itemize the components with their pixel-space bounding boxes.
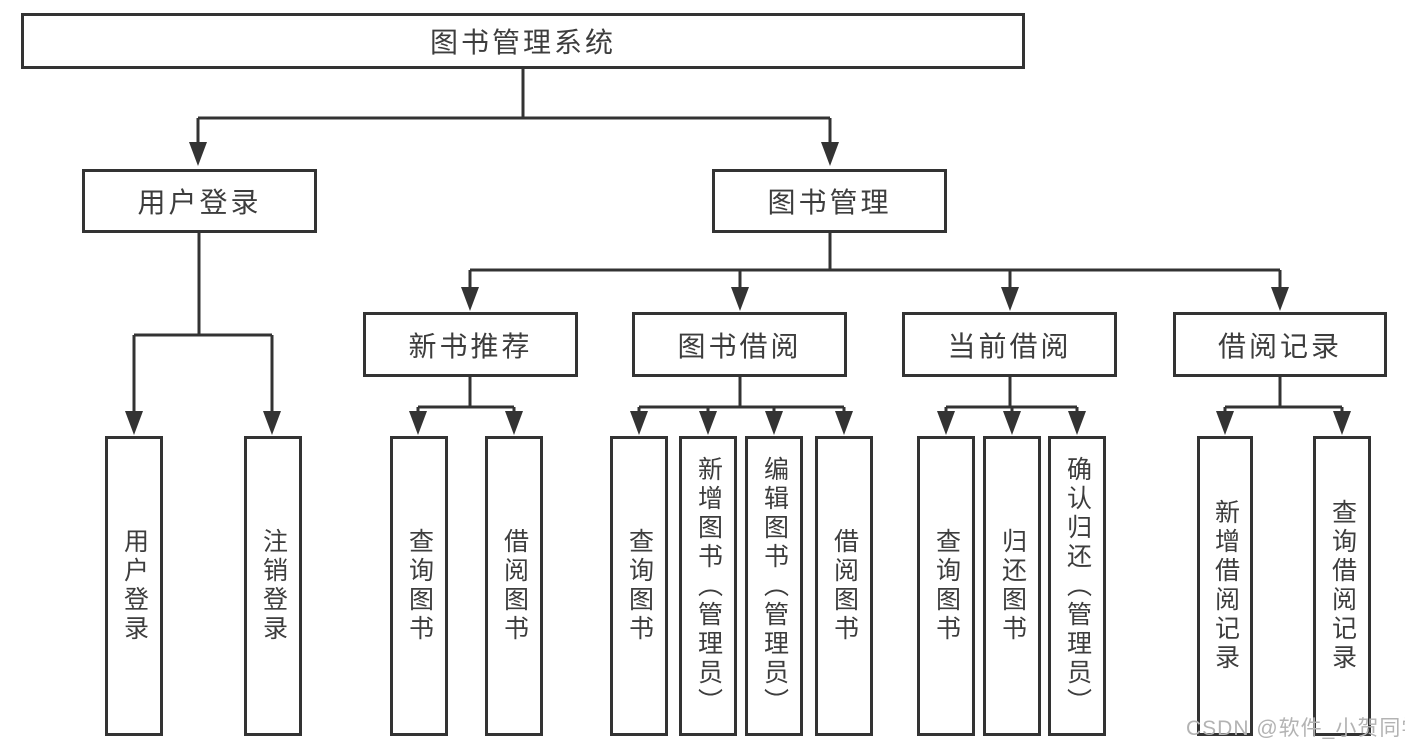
leaf-query-books-current: 查询图书 xyxy=(917,436,975,736)
node-library-management-system: 图书管理系统 xyxy=(21,13,1025,69)
leaf-return-books-label: 归还图书 xyxy=(998,528,1027,644)
leaf-query-books-borrowing: 查询图书 xyxy=(610,436,668,736)
leaf-edit-book-admin: 编辑图书（管理员） xyxy=(745,436,803,736)
leaf-borrow-books-recommend-label: 借阅图书 xyxy=(500,528,529,644)
leaf-add-borrow-record-label: 新增借阅记录 xyxy=(1211,499,1240,673)
node-book-management: 图书管理 xyxy=(712,169,947,233)
leaf-add-borrow-record: 新增借阅记录 xyxy=(1197,436,1253,736)
node-borrowing-records: 借阅记录 xyxy=(1173,312,1387,377)
leaf-user-login: 用户登录 xyxy=(105,436,163,736)
leaf-logout-label: 注销登录 xyxy=(259,528,288,644)
node-new-book-recommendation: 新书推荐 xyxy=(363,312,578,377)
leaf-query-books-borrowing-label: 查询图书 xyxy=(625,528,654,644)
leaf-confirm-return-admin: 确认归还（管理员） xyxy=(1048,436,1106,736)
leaf-edit-book-admin-label: 编辑图书（管理员） xyxy=(760,455,789,717)
leaf-borrow-books-recommend: 借阅图书 xyxy=(485,436,543,736)
watermark: CSDN @软件_小贺同学 xyxy=(1186,717,1405,740)
leaf-logout: 注销登录 xyxy=(244,436,302,736)
node-book-borrowing: 图书借阅 xyxy=(632,312,847,377)
leaf-query-books-recommend-label: 查询图书 xyxy=(405,528,434,644)
leaf-query-books-recommend: 查询图书 xyxy=(390,436,448,736)
leaf-confirm-return-admin-label: 确认归还（管理员） xyxy=(1063,455,1092,717)
node-user-login: 用户登录 xyxy=(82,169,317,233)
leaf-return-books: 归还图书 xyxy=(983,436,1041,736)
leaf-user-login-label: 用户登录 xyxy=(120,528,149,644)
leaf-query-borrow-record: 查询借阅记录 xyxy=(1313,436,1371,736)
leaf-borrow-books-borrowing-label: 借阅图书 xyxy=(830,528,859,644)
leaf-query-borrow-record-label: 查询借阅记录 xyxy=(1328,499,1357,673)
node-current-borrowing: 当前借阅 xyxy=(902,312,1117,377)
leaf-add-book-admin: 新增图书（管理员） xyxy=(679,436,737,736)
leaf-add-book-admin-label: 新增图书（管理员） xyxy=(694,455,723,717)
leaf-query-books-current-label: 查询图书 xyxy=(932,528,961,644)
leaf-borrow-books-borrowing: 借阅图书 xyxy=(815,436,873,736)
